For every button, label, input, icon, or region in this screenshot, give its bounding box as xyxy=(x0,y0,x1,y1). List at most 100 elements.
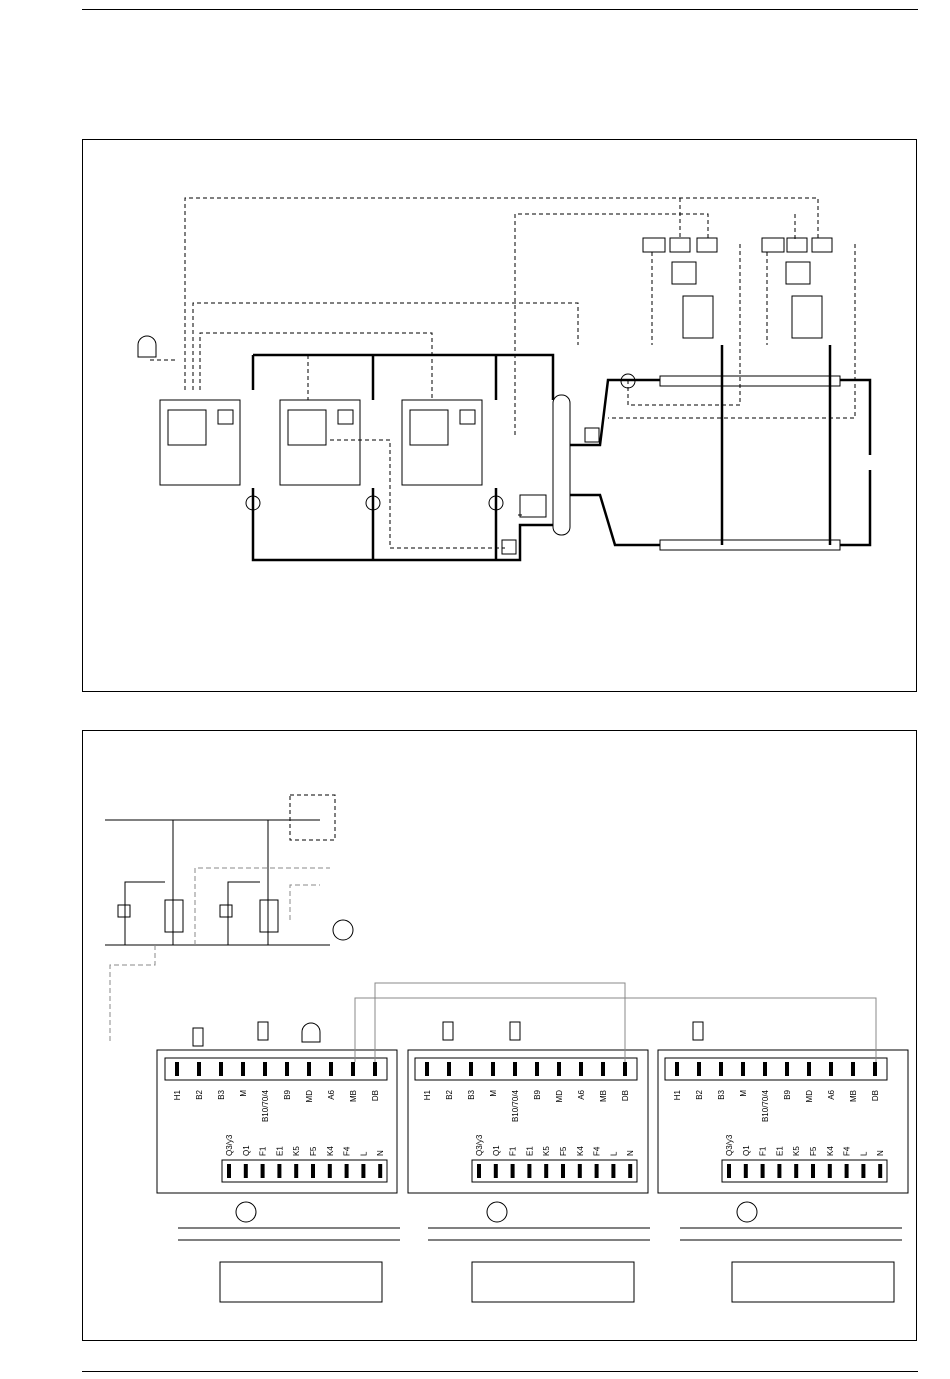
terminal xyxy=(219,1062,223,1076)
terminal xyxy=(307,1062,311,1076)
terminal-label: MD xyxy=(805,1090,814,1103)
terminal xyxy=(311,1164,315,1178)
terminal-label: MD xyxy=(305,1090,314,1103)
terminal xyxy=(491,1062,495,1076)
terminal xyxy=(777,1164,781,1178)
terminal xyxy=(828,1164,832,1178)
sensor-icon xyxy=(193,1028,203,1046)
terminal-label: K4 xyxy=(826,1146,835,1156)
terminal-label: B9 xyxy=(533,1089,542,1099)
terminal xyxy=(744,1164,748,1178)
output-box-3 xyxy=(732,1262,894,1302)
terminal-label: E1 xyxy=(275,1146,284,1156)
terminal xyxy=(873,1062,877,1076)
terminal xyxy=(741,1062,745,1076)
terminal xyxy=(611,1164,615,1178)
sensor-icon xyxy=(510,1022,520,1040)
terminal xyxy=(544,1164,548,1178)
terminal xyxy=(794,1164,798,1178)
terminal xyxy=(861,1164,865,1178)
terminal-label: Q3/y3 xyxy=(475,1134,484,1156)
terminal-label: E1 xyxy=(775,1146,784,1156)
terminal-label: N xyxy=(626,1150,635,1156)
pump-icon xyxy=(236,1202,256,1222)
terminal xyxy=(811,1164,815,1178)
terminal xyxy=(511,1164,515,1178)
terminal xyxy=(595,1164,599,1178)
terminal-label: F1 xyxy=(509,1146,518,1156)
terminal-label: A6 xyxy=(327,1089,336,1099)
terminal-label: F4 xyxy=(843,1146,852,1156)
terminal-label: MB xyxy=(849,1090,858,1102)
terminal xyxy=(675,1062,679,1076)
terminal xyxy=(623,1062,627,1076)
valve-icon xyxy=(118,905,130,917)
terminal xyxy=(328,1164,332,1178)
terminal-label: A6 xyxy=(827,1089,836,1099)
terminal xyxy=(807,1062,811,1076)
terminal-label: K5 xyxy=(542,1146,551,1156)
terminal-label: K4 xyxy=(576,1146,585,1156)
pump-icon xyxy=(737,1202,757,1222)
terminal xyxy=(469,1062,473,1076)
terminal-label: M xyxy=(489,1090,498,1097)
terminal xyxy=(727,1164,731,1178)
terminal-label: L xyxy=(859,1151,868,1156)
terminal-label: F5 xyxy=(559,1146,568,1156)
terminal xyxy=(513,1062,517,1076)
terminal xyxy=(851,1062,855,1076)
terminal xyxy=(761,1164,765,1178)
terminal xyxy=(561,1164,565,1178)
terminal-label: Q1 xyxy=(492,1145,501,1156)
output-box-2 xyxy=(472,1262,634,1302)
terminal-label: B10/70/4 xyxy=(261,1089,270,1122)
terminal xyxy=(829,1062,833,1076)
terminal-label: B10/70/4 xyxy=(761,1089,770,1122)
terminal-label: DB xyxy=(371,1090,380,1101)
terminal-label: B9 xyxy=(283,1089,292,1099)
terminal-label: A6 xyxy=(577,1089,586,1099)
terminal-label: B2 xyxy=(195,1089,204,1099)
terminal-label: Q1 xyxy=(742,1145,751,1156)
terminal xyxy=(527,1164,531,1178)
terminal xyxy=(719,1062,723,1076)
terminal-label: B3 xyxy=(217,1089,226,1099)
terminal xyxy=(351,1062,355,1076)
pump-icon xyxy=(487,1202,507,1222)
terminal xyxy=(241,1062,245,1076)
terminal-label: H1 xyxy=(423,1089,432,1100)
terminal xyxy=(373,1062,377,1076)
sensor-icon xyxy=(258,1022,268,1040)
terminal-label: L xyxy=(359,1151,368,1156)
terminal xyxy=(378,1164,382,1178)
terminal-label: H1 xyxy=(673,1089,682,1100)
terminal xyxy=(477,1164,481,1178)
terminal-label: MB xyxy=(349,1090,358,1102)
terminal-label: DB xyxy=(871,1090,880,1101)
terminal-label: DB xyxy=(621,1090,630,1101)
terminal xyxy=(845,1164,849,1178)
terminal-label: E1 xyxy=(525,1146,534,1156)
relay-coil xyxy=(260,900,278,932)
terminal-label: F1 xyxy=(759,1146,768,1156)
terminal xyxy=(227,1164,231,1178)
terminal-label: B2 xyxy=(445,1089,454,1099)
terminal xyxy=(494,1164,498,1178)
terminal xyxy=(579,1062,583,1076)
terminal-label: M xyxy=(239,1090,248,1097)
switch-icon xyxy=(290,795,335,840)
valve-icon xyxy=(220,905,232,917)
terminal-label: K5 xyxy=(292,1146,301,1156)
terminal-label: N xyxy=(376,1150,385,1156)
terminal-label: MD xyxy=(555,1090,564,1103)
terminal-label: K5 xyxy=(792,1146,801,1156)
terminal-label: N xyxy=(876,1150,885,1156)
terminal xyxy=(285,1062,289,1076)
terminal xyxy=(244,1164,248,1178)
terminal xyxy=(535,1062,539,1076)
sensor-icon xyxy=(443,1022,453,1040)
terminal xyxy=(277,1164,281,1178)
output-box-1 xyxy=(220,1262,382,1302)
terminal-label: MB xyxy=(599,1090,608,1102)
